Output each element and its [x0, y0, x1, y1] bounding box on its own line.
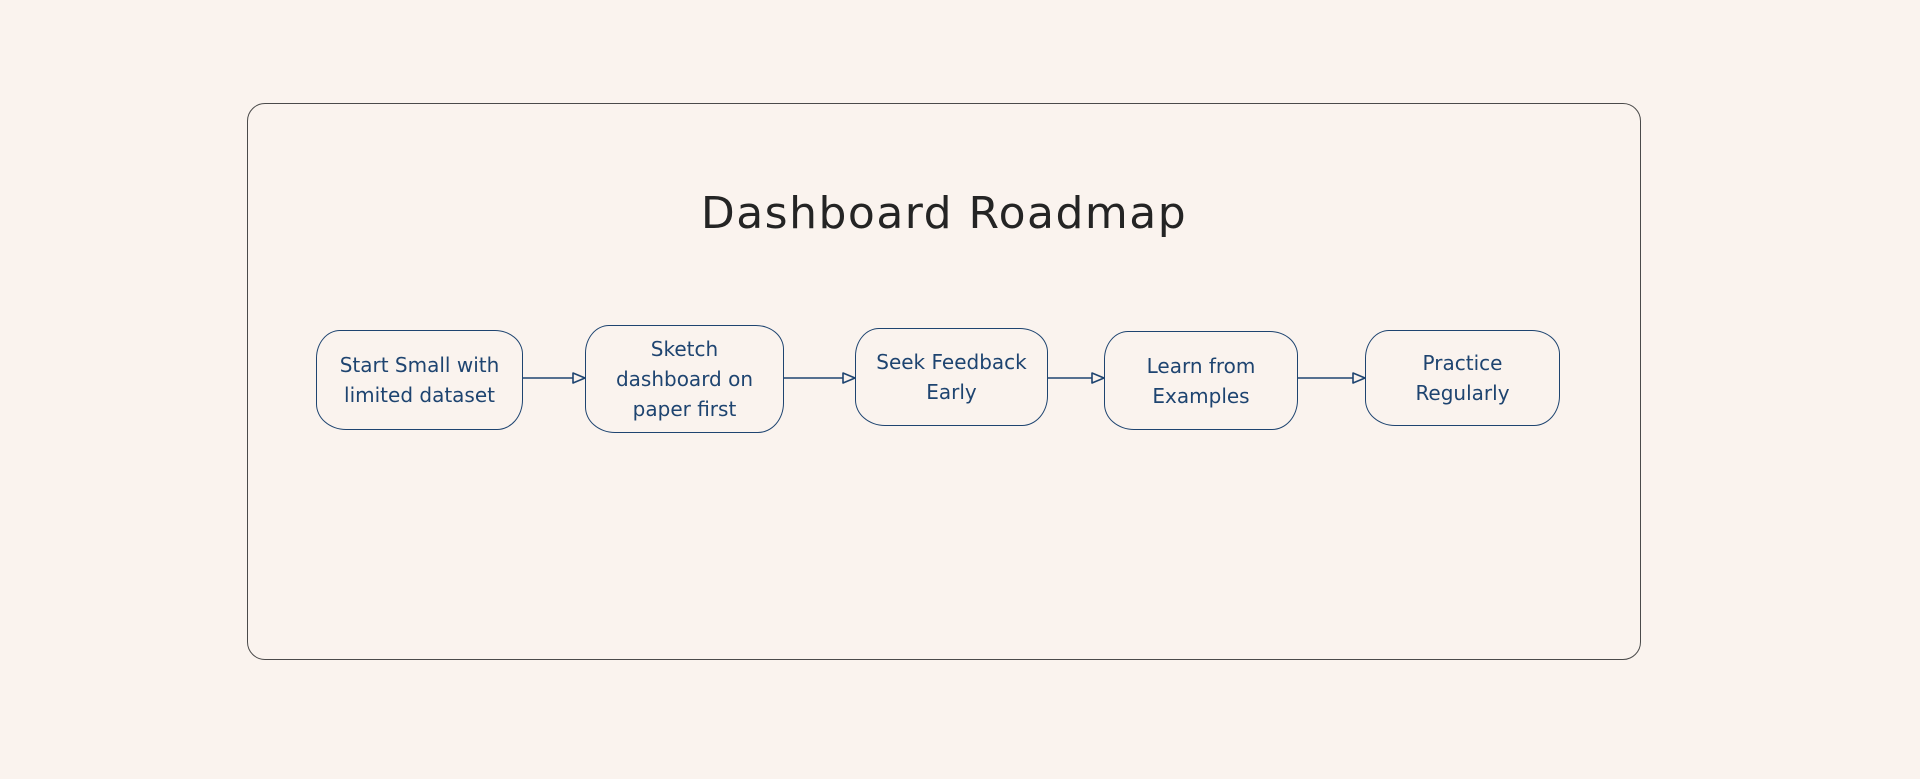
- flow-arrow: [1048, 372, 1105, 384]
- flow-arrow: [1298, 372, 1366, 384]
- flow-node-label: Learn from Examples: [1146, 353, 1256, 408]
- arrowhead-icon: [1091, 372, 1105, 384]
- flow-arrow: [523, 372, 586, 384]
- flow-arrow: [784, 372, 856, 384]
- flow-node-label: Start Small with limited dataset: [339, 353, 500, 407]
- flow-node-label: Seek Feedback Early: [876, 350, 1027, 404]
- diagram-title: Dashboard Roadmap: [700, 188, 1188, 239]
- flow-node-learn-examples: Learn from Examples: [1104, 331, 1298, 430]
- arrowhead-icon: [1352, 372, 1366, 384]
- arrowhead-icon: [572, 372, 586, 384]
- flow-node-seek-feedback: Seek Feedback Early: [855, 328, 1048, 426]
- flow-node-start-small: Start Small with limited dataset: [316, 330, 523, 430]
- flow-node-label: Sketch dashboard on paper first: [615, 337, 754, 421]
- arrowhead-icon: [842, 372, 856, 384]
- diagram-frame: [247, 103, 1641, 660]
- flow-node-label: Practice Regularly: [1415, 351, 1510, 405]
- flow-node-practice-regularly: Practice Regularly: [1365, 330, 1560, 426]
- flow-node-sketch-dashboard: Sketch dashboard on paper first: [585, 325, 784, 433]
